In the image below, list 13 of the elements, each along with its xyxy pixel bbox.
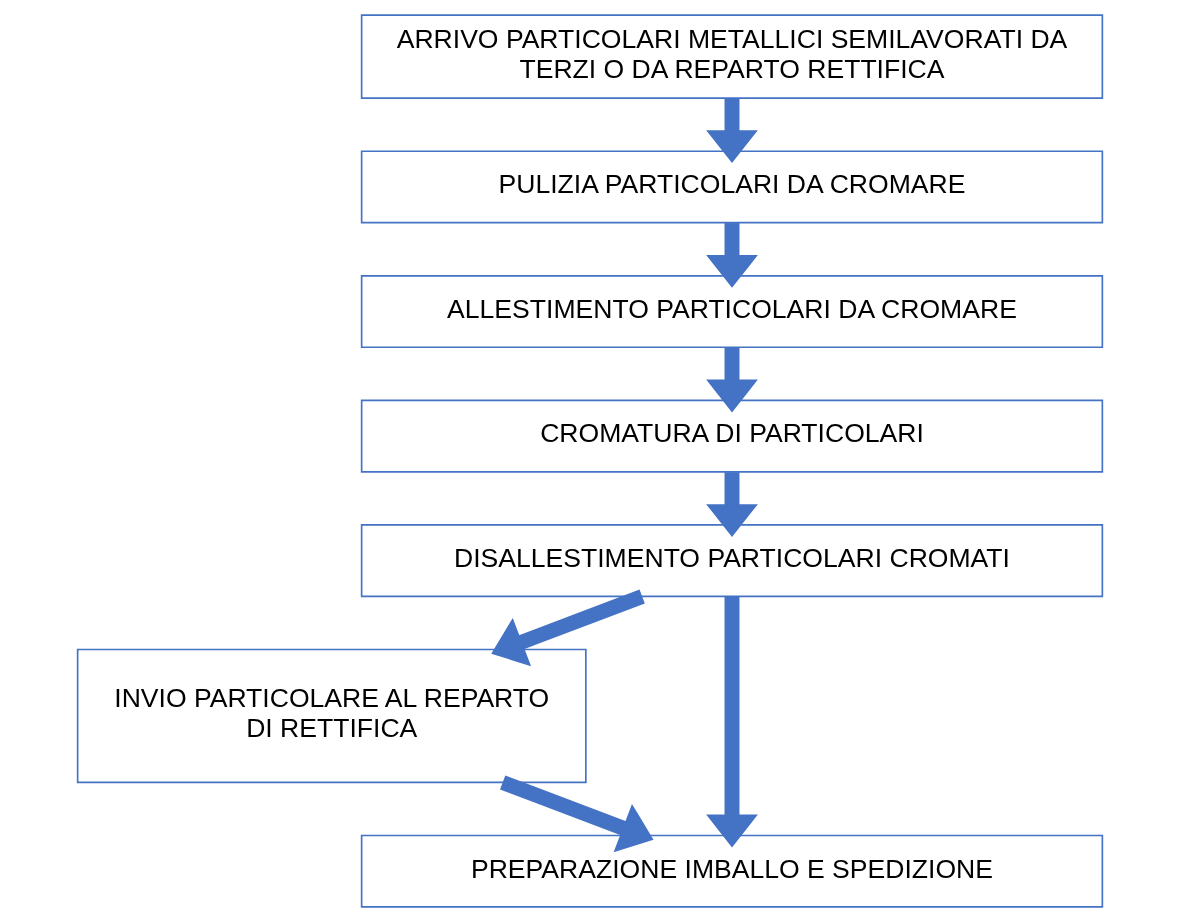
arrow <box>705 98 758 163</box>
node-box: INVIO PARTICOLARE AL REPARTO DI RETTIFICA <box>76 648 587 784</box>
arrow <box>705 596 758 848</box>
node-box: ARRIVO PARTICOLARI METALLICI SEMILAVORATI DA TERZI O DA REPARTO RETTIFICA <box>360 14 1103 99</box>
node-box: CROMATURA DI PARTICOLARI <box>360 399 1103 473</box>
node-box: PREPARAZIONE IMBALLO E SPEDIZIONE <box>360 834 1103 908</box>
node-box: DISALLESTIMENTO PARTICOLARI CROMATI <box>360 524 1103 598</box>
arrow <box>490 589 645 667</box>
node-box: ALLESTIMENTO PARTICOLARI DA CROMARE <box>360 275 1103 349</box>
arrow <box>705 223 758 288</box>
node-box: PULIZIA PARTICOLARI DA CROMARE <box>360 150 1103 224</box>
arrow <box>705 347 758 413</box>
arrow <box>705 472 758 537</box>
